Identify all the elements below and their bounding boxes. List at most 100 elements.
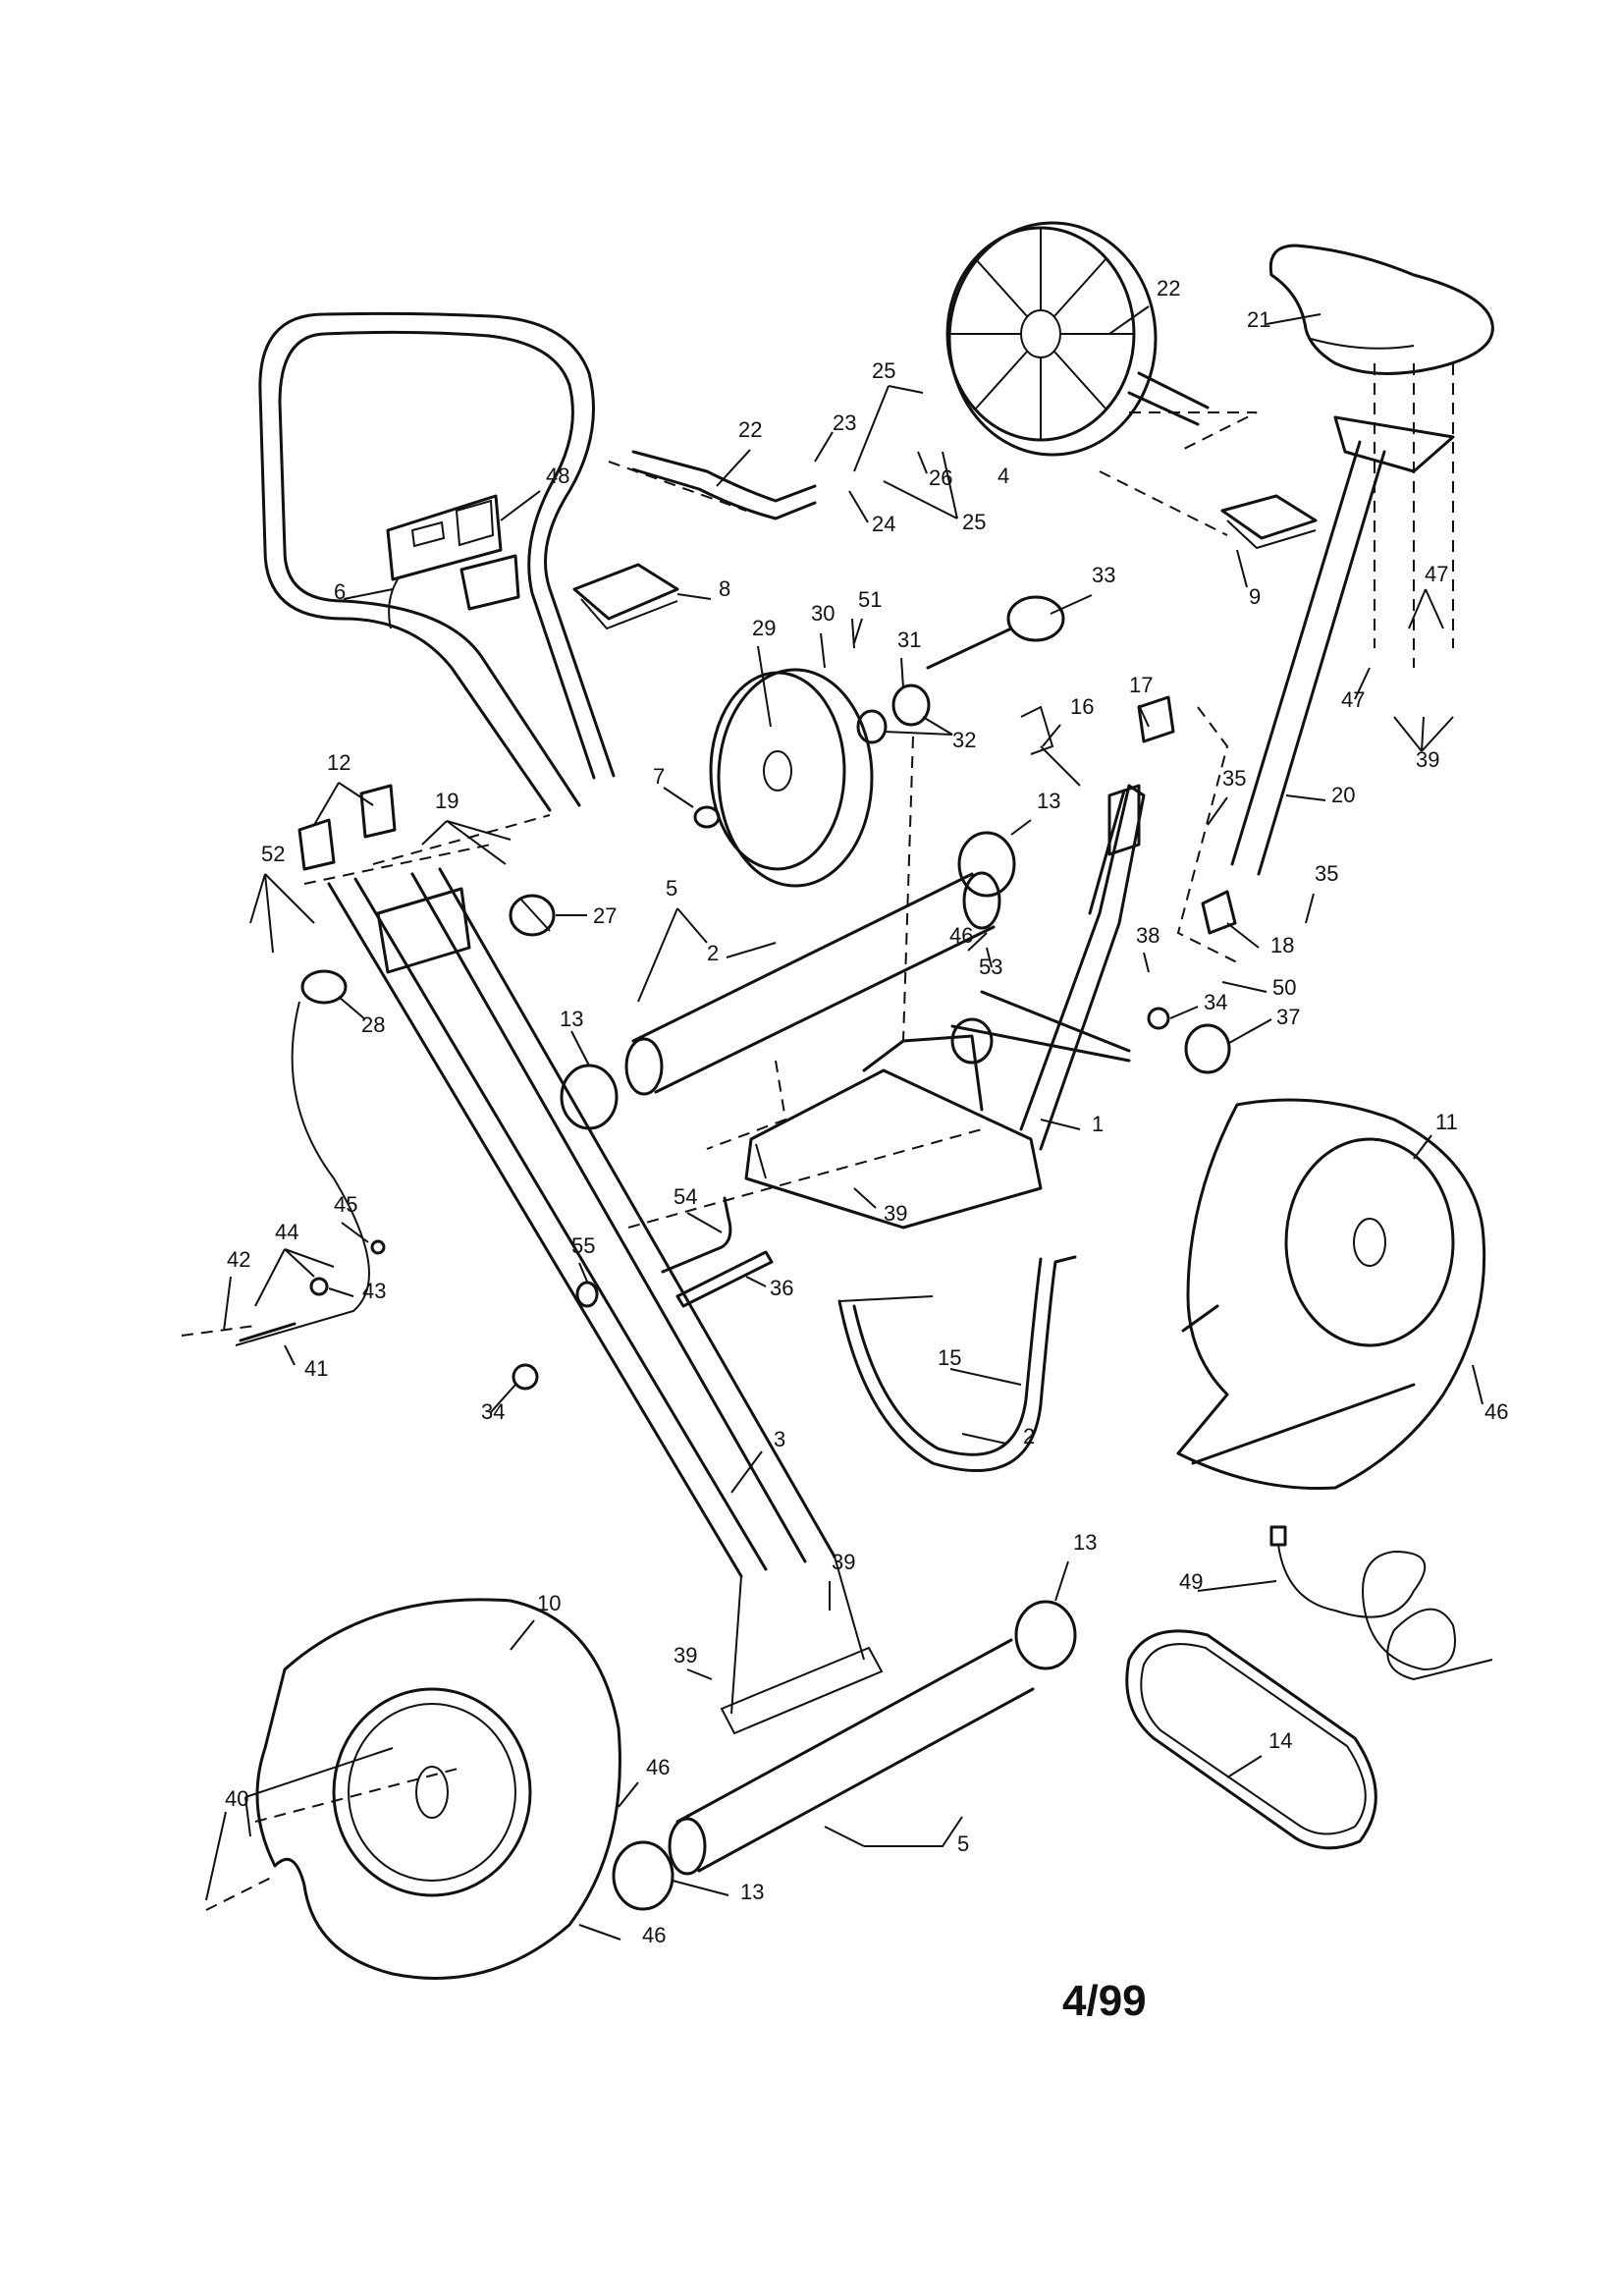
- callout-label-c3: 3: [774, 1427, 785, 1451]
- front-post-part-3: [327, 867, 884, 1735]
- callout-label-c12: 12: [327, 750, 351, 775]
- callout-label-c23: 23: [833, 410, 856, 435]
- callout-label-c40: 40: [225, 1786, 248, 1811]
- callout-label-c33: 33: [1092, 563, 1115, 587]
- assembly-lines: [181, 363, 1454, 1911]
- handle-part-54: [661, 1196, 732, 1274]
- callout-label-c39b: 39: [884, 1201, 907, 1226]
- callout-label-c22b: 22: [738, 417, 762, 442]
- callout-label-c2b: 2: [1023, 1424, 1035, 1449]
- callout-label-c4: 4: [998, 464, 1009, 488]
- callout-label-c1: 1: [1092, 1112, 1104, 1136]
- drive-belt-part-15: [837, 1255, 1077, 1472]
- seat-post-sleeve-part-16: [1020, 705, 1141, 856]
- callout-label-c45: 45: [334, 1192, 357, 1217]
- stabilizer-lower-part-2: [668, 1638, 1035, 1876]
- wheel-part-37: [1184, 1023, 1231, 1074]
- callout-label-c13c: 13: [1073, 1530, 1097, 1555]
- callout-label-c53: 53: [979, 955, 1002, 979]
- callout-label-c13b: 13: [560, 1007, 583, 1031]
- callout-label-c55: 55: [571, 1233, 595, 1258]
- knob-part-55: [575, 1281, 599, 1308]
- callout-label-c34b: 34: [481, 1399, 505, 1424]
- tension-knob-part-27: [509, 894, 556, 937]
- end-cap-13d: [612, 1840, 674, 1911]
- spring-part-41: [239, 1322, 297, 1342]
- caps-part-12: [297, 784, 397, 871]
- callout-label-c20: 20: [1331, 783, 1355, 807]
- end-cap-13a: [957, 831, 1016, 898]
- callout-label-c47a: 47: [1425, 562, 1448, 586]
- callout-label-c46d: 46: [642, 1923, 666, 1947]
- callout-label-c26: 26: [929, 465, 952, 490]
- callout-label-c24: 24: [872, 512, 895, 536]
- callout-label-c28: 28: [361, 1012, 385, 1037]
- callout-label-c25a: 25: [872, 358, 895, 383]
- bushing-part-18: [1201, 890, 1237, 935]
- handlebar-part-6: [258, 311, 616, 812]
- pedal-part-9: [1220, 494, 1318, 550]
- callout-label-c34a: 34: [1204, 990, 1227, 1014]
- callout-label-c39a: 39: [1416, 747, 1439, 772]
- callout-label-c39c: 39: [832, 1550, 855, 1574]
- callout-label-c10: 10: [537, 1591, 561, 1615]
- end-cap-13c: [1014, 1600, 1077, 1670]
- callout-label-c7: 7: [653, 764, 665, 789]
- pedal-part-8: [572, 563, 679, 630]
- belt-part-14: [1125, 1629, 1377, 1850]
- revision-code: 4/99: [1062, 1977, 1147, 2025]
- callout-label-c5b: 5: [957, 1831, 969, 1856]
- callout-label-c39d: 39: [674, 1643, 697, 1667]
- callout-label-c48: 48: [546, 464, 569, 488]
- callout-label-c38: 38: [1136, 923, 1160, 948]
- callout-label-c37: 37: [1276, 1005, 1300, 1029]
- callout-label-c22a: 22: [1157, 276, 1180, 301]
- callout-label-c54: 54: [674, 1184, 697, 1209]
- callout-label-c29: 29: [752, 616, 776, 640]
- stabilizer-upper-part-2: [624, 871, 1001, 1096]
- callout-label-c9: 9: [1249, 584, 1261, 609]
- fan-wheel-part-22: [945, 221, 1210, 457]
- callout-label-c36: 36: [770, 1276, 793, 1300]
- callout-label-c14: 14: [1268, 1728, 1292, 1753]
- callout-label-c46b: 46: [1484, 1399, 1508, 1424]
- callout-label-c15: 15: [938, 1345, 961, 1370]
- shroud-part-11: [1176, 1098, 1486, 1491]
- callout-label-c19: 19: [435, 789, 458, 813]
- bearing-part-32: [856, 709, 888, 744]
- washer-part-45: [370, 1239, 386, 1255]
- main-frame-part-1: [744, 784, 1146, 1230]
- callout-label-c30: 30: [811, 601, 835, 626]
- callout-label-c18: 18: [1270, 933, 1294, 957]
- callout-label-c51: 51: [858, 587, 882, 612]
- callout-label-c42: 42: [227, 1247, 250, 1272]
- callout-label-c2a: 2: [707, 941, 719, 965]
- bearing-part-31: [891, 683, 931, 727]
- callout-label-c47b: 47: [1341, 687, 1365, 712]
- callout-label-c16: 16: [1070, 694, 1094, 719]
- callout-label-c25b: 25: [962, 510, 986, 534]
- callout-label-c11: 11: [1435, 1110, 1458, 1134]
- crank-arm-part-22b: [631, 450, 817, 503]
- callout-label-c13d: 13: [740, 1880, 764, 1904]
- callout-label-c50: 50: [1272, 975, 1296, 1000]
- callout-label-c49: 49: [1179, 1569, 1203, 1594]
- callout-label-c52: 52: [261, 842, 285, 866]
- callout-label-c17: 17: [1129, 673, 1153, 697]
- callout-label-c41: 41: [304, 1356, 328, 1381]
- wire-harness-part-49: [1269, 1525, 1493, 1681]
- nut-part-7: [693, 805, 721, 829]
- callout-label-c5a: 5: [666, 876, 677, 901]
- console-part-48: [386, 494, 520, 629]
- callout-label-c32: 32: [952, 728, 976, 752]
- seat-part-21: [1268, 244, 1494, 375]
- pulse-sensor-part-28: [235, 969, 370, 1346]
- callout-label-c35a: 35: [1222, 766, 1246, 791]
- callout-label-c13a: 13: [1037, 789, 1060, 813]
- callout-label-c43: 43: [362, 1279, 386, 1303]
- callout-leaders: [205, 305, 1483, 1941]
- crank-arm-part-22b-inner: [631, 467, 817, 520]
- nut-part-34b: [512, 1363, 539, 1391]
